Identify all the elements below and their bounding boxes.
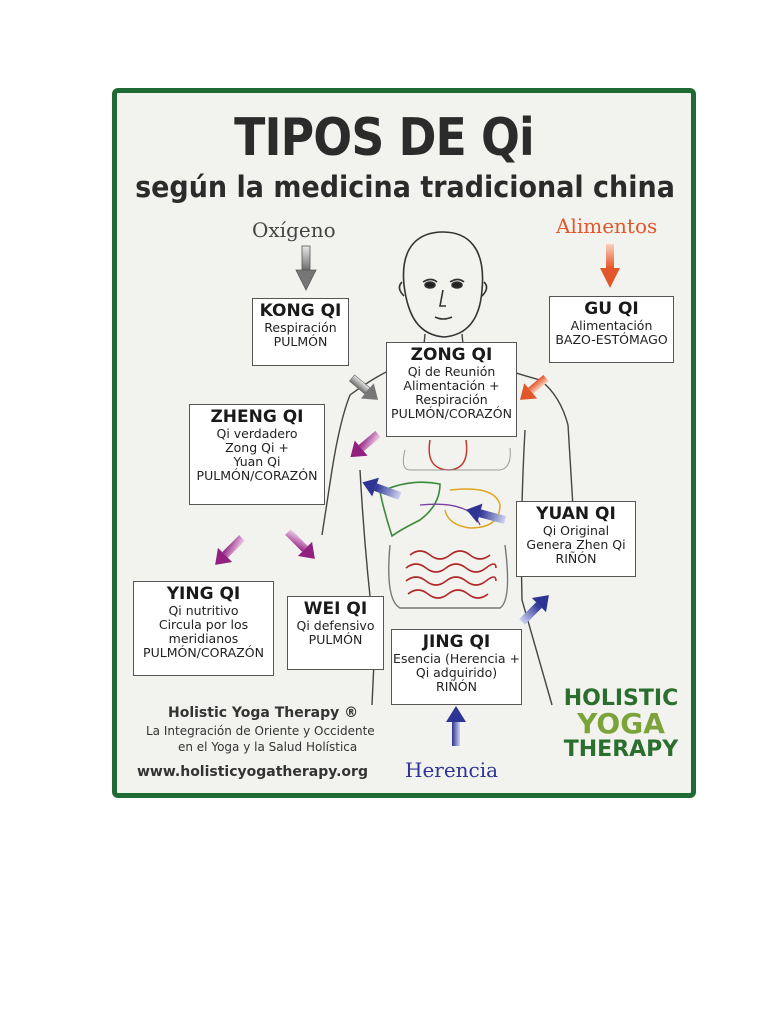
yuan-qi-line: Qi Original [542,523,610,539]
wei-qi-line: PULMÓN [308,632,363,648]
ying-qi-line: Circula por los [158,617,249,633]
wei-qi-line: Qi defensivo [296,618,375,634]
kong-qi-box: KONG QI Respiración PULMÓN [252,298,349,366]
jing-qi-line: Esencia (Herencia + [393,651,520,667]
yuan-to-zheng-arrow [362,477,402,500]
kong-to-zong-arrow [349,374,379,400]
footer-url[interactable]: www.holisticyogatherapy.org [137,764,368,780]
zheng-qi-title: ZHENG QI [210,407,304,427]
jing-qi-line: Qi adquirido) [415,665,498,681]
zong-qi-line: Alimentación + [403,378,500,394]
holistic-yoga-therapy-logo: HOLISTIC YOGA THERAPY [562,686,680,762]
zong-qi-line: Respiración [415,392,488,408]
zong-qi-box: ZONG QI Qi de Reunión Alimentación + Res… [386,342,517,437]
oxygen-arrow [295,245,317,291]
ying-qi-line: PULMÓN/CORAZÓN [143,645,264,661]
zheng-qi-line: Yuan Qi [233,454,281,470]
colon-organ [388,544,509,609]
intestine-organ [405,550,497,599]
poster-subtitle: según la medicina tradicional china [135,170,675,204]
zong-to-zheng-arrow [350,430,381,458]
logo-line-2: YOGA [577,707,665,741]
zheng-to-ying-arrow [215,535,245,565]
zheng-qi-line: Zong Qi + [225,440,289,456]
ying-qi-line: meridianos [168,631,239,647]
footer-tagline-1: La Integración de Oriente y Occidente [146,724,375,738]
jing-qi-line: RIÑÓN [436,679,477,695]
ying-qi-title: YING QI [166,584,241,604]
food-arrow [600,244,620,288]
gu-qi-title: GU QI [584,299,639,319]
lung-outline [402,447,511,471]
zong-qi-line: Qi de Reunión [407,364,496,380]
gu-to-zong-arrow [519,374,549,400]
kong-qi-title: KONG QI [259,301,342,321]
wei-qi-title: WEI QI [303,599,368,619]
logo-line-1: HOLISTIC [563,686,679,711]
heritage-arrow [446,706,466,746]
wei-qi-box: WEI QI Qi defensivo PULMÓN [287,596,384,670]
heritage-label: Herencia [405,758,499,782]
gu-qi-line: Alimentación [570,318,653,334]
kong-qi-line: Respiración [264,320,337,336]
zheng-qi-line: Qi verdadero [216,426,298,442]
logo-line-3: THERAPY [563,736,679,762]
gu-qi-box: GU QI Alimentación BAZO-ESTÓMAGO [549,296,674,363]
yuan-inner-arrow [466,503,507,524]
head [398,231,488,338]
zheng-qi-line: PULMÓN/CORAZÓN [196,468,318,484]
stomach-organ [444,488,501,529]
footer-brand: Holistic Yoga Therapy ® [168,705,359,721]
oxygen-label: Oxígeno [252,218,336,242]
kong-qi-line: PULMÓN [273,334,328,350]
zheng-qi-box: ZHENG QI Qi verdadero Zong Qi + Yuan Qi … [189,404,325,505]
jing-qi-box: JING QI Esencia (Herencia + Qi adquirido… [391,629,522,705]
ying-qi-box: YING QI Qi nutritivo Circula por los mer… [133,581,274,676]
poster-title: TIPOS DE Qi [234,108,535,168]
yuan-qi-line: Genera Zhen Qi [526,537,626,553]
ying-qi-line: Qi nutritivo [168,603,239,619]
zong-qi-line: PULMÓN/CORAZÓN [391,406,512,422]
yuan-qi-box: YUAN QI Qi Original Genera Zhen Qi RIÑÓN [516,501,636,577]
jing-to-yuan-arrow [519,595,549,625]
gu-qi-line: BAZO-ESTÓMAGO [555,332,668,348]
food-label: Alimentos [556,214,658,238]
jing-qi-title: JING QI [422,632,491,652]
liver-organ [379,481,441,538]
zheng-to-wei-arrow [285,529,315,559]
heart-organ [428,439,468,471]
zong-qi-title: ZONG QI [410,345,493,365]
yuan-qi-line: RIÑÓN [555,551,597,567]
yuan-qi-title: YUAN QI [536,504,616,524]
footer-tagline-2: en el Yoga y la Salud Holística [178,740,358,754]
